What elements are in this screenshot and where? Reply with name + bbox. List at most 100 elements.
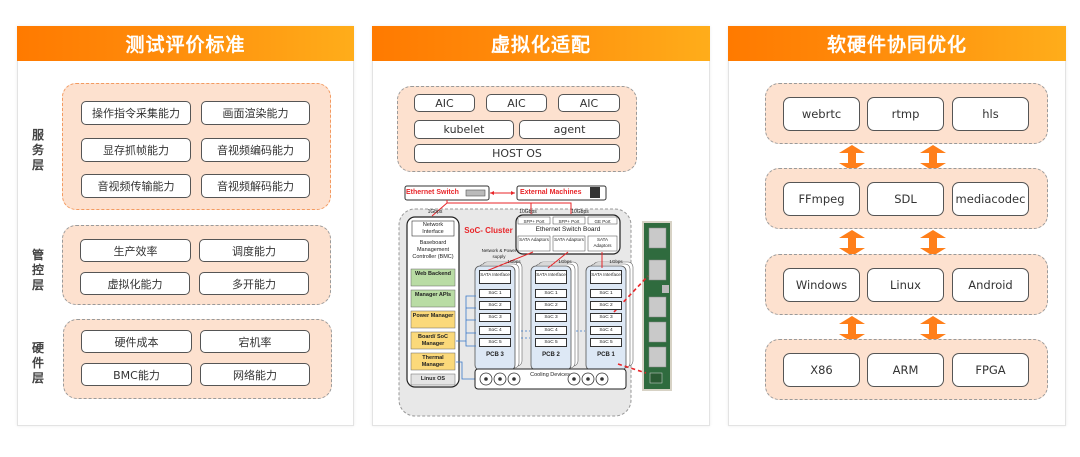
bmc-module: Thermal Manager [421, 355, 445, 368]
layer-label-char: 层 [31, 371, 44, 385]
codesign-item: hls [952, 97, 1029, 131]
codesign-item: SDL [867, 182, 944, 216]
bmc-title: Baseboard Management Controller (BMC) [412, 240, 454, 260]
codesign-item: FPGA [952, 353, 1029, 387]
soc-module: SoC 4 [479, 325, 511, 335]
soc-module: SoC 3 [535, 313, 567, 323]
switch-link-speed-2: 10Gbps [571, 209, 589, 215]
server-icon [590, 187, 600, 198]
switch-port: SFP+ Port [558, 219, 580, 224]
codesign-item: X86 [783, 353, 860, 387]
kubelet-box: kubelet [414, 120, 514, 139]
host-os-box: HOST OS [414, 144, 620, 163]
soc-module: SoC 1 [590, 289, 622, 298]
bmc-link-speed: 1Gbps [427, 209, 443, 215]
bmc-power-manager [410, 310, 456, 329]
bmc-module: Linux OS [420, 376, 446, 382]
soc-module: SoC 5 [535, 337, 567, 347]
double-arrow-icon [839, 145, 865, 171]
pcb-label: PCB 2 [542, 352, 560, 358]
layer-label-char: 服 [31, 128, 44, 142]
soc-module: SoC 1 [479, 289, 511, 298]
bmc-module: Manager APIs [414, 292, 452, 298]
codesign-item: rtmp [867, 97, 944, 131]
switch-link-speed-1: 10Gbps [519, 209, 537, 215]
layer-label-service: 服 务 层 [31, 128, 45, 173]
bmc-linux-os [410, 373, 456, 386]
eval-item: 生产效率 [80, 239, 191, 262]
sata-adaptor: SATA Adaptors [519, 237, 549, 242]
evaluation-panel-title: 测试评价标准 [17, 26, 354, 61]
soc-module: SoC 3 [590, 313, 622, 323]
layer-label-char: 硬 [31, 341, 44, 355]
soc-module: SoC 2 [590, 301, 622, 311]
codesign-item: FFmpeg [783, 182, 860, 216]
pcb-sata-interface: SATA Interface [535, 270, 567, 284]
layer-label-char: 层 [31, 278, 44, 292]
pcb-link-speed: 1Gbps [507, 259, 521, 264]
bmc-board-manager [410, 331, 456, 350]
soc-module: SoC 4 [535, 325, 567, 335]
layer-label-char: 务 [31, 143, 44, 157]
soc-module: SoC 2 [535, 301, 567, 311]
codesign-item: Android [952, 268, 1029, 302]
layer-label-hardware: 硬 件 层 [31, 341, 45, 386]
network-power-label: Network & Power supply [481, 248, 517, 259]
bmc-module: Power Manager [412, 313, 454, 319]
switch-port: GE Port [594, 219, 611, 224]
codesign-item: webrtc [783, 97, 860, 131]
bmc-module: Board/ SoC Manager [418, 334, 448, 347]
agent-box: agent [519, 120, 620, 139]
eval-item: 音视频解码能力 [201, 174, 310, 198]
sata-adaptor: SATA Adaptors [554, 237, 584, 242]
eval-item: 操作指令采集能力 [81, 101, 191, 125]
virtualization-panel-title: 虚拟化适配 [372, 26, 710, 61]
codesign-item: Windows [783, 268, 860, 302]
bmc-manager-apis [410, 289, 456, 308]
external-machines-box [516, 185, 607, 201]
double-arrow-icon [920, 316, 946, 342]
codesign-panel-title: 软硬件协同优化 [728, 26, 1066, 61]
cooling-devices-label: Cooling Devices [530, 372, 570, 378]
aic-box: AIC [414, 94, 475, 112]
double-arrow-icon [920, 145, 946, 171]
double-arrow-icon [839, 316, 865, 342]
bmc-web-backend [410, 268, 456, 287]
eval-item: 虚拟化能力 [80, 272, 190, 295]
soc-module: SoC 2 [479, 301, 511, 311]
eval-item: 网络能力 [200, 363, 310, 386]
soc-module: SoC 1 [535, 289, 567, 298]
ethernet-switch-label: Ethernet Switch [406, 189, 459, 196]
pcb-sata-interface: SATA Interface [479, 270, 511, 284]
eval-item: 多开能力 [199, 272, 309, 295]
layer-label-char: 件 [31, 356, 44, 370]
eval-item: 音视频编码能力 [201, 138, 310, 162]
aic-box: AIC [486, 94, 547, 112]
switch-icon [465, 189, 486, 197]
codesign-item: ARM [867, 353, 944, 387]
eval-item: 显存抓帧能力 [81, 138, 191, 162]
eval-item: 画面渲染能力 [201, 101, 310, 125]
pcb-link-speed: 1Gbps [558, 259, 572, 264]
pcb-sata-interface: SATA Interface [590, 270, 622, 284]
pcb-photo [642, 221, 672, 391]
layer-label-control: 管 控 层 [31, 248, 45, 293]
layer-label-char: 管 [31, 248, 44, 262]
soc-cluster-label: SoC- Cluster [464, 226, 513, 235]
eval-item: 调度能力 [199, 239, 309, 262]
eval-item: 硬件成本 [81, 330, 192, 353]
bmc-network-interface: Network Interface [422, 222, 444, 235]
external-machines-label: External Machines [520, 189, 582, 196]
pcb-label: PCB 3 [486, 352, 504, 358]
layer-label-char: 控 [31, 263, 44, 277]
fan-centers [484, 377, 604, 381]
bmc-module: Web Backend [415, 271, 451, 277]
eval-item: 宕机率 [200, 330, 310, 353]
switch-board-title: Ethernet Switch Board [535, 226, 601, 233]
eval-item: 音视频传输能力 [81, 174, 191, 198]
pcb-link-speed: 1Gbps [609, 259, 623, 264]
soc-module: SoC 5 [479, 337, 511, 347]
eval-item: BMC能力 [81, 363, 192, 386]
soc-module: SoC 3 [479, 313, 511, 323]
codesign-item: mediacodec [952, 182, 1029, 216]
